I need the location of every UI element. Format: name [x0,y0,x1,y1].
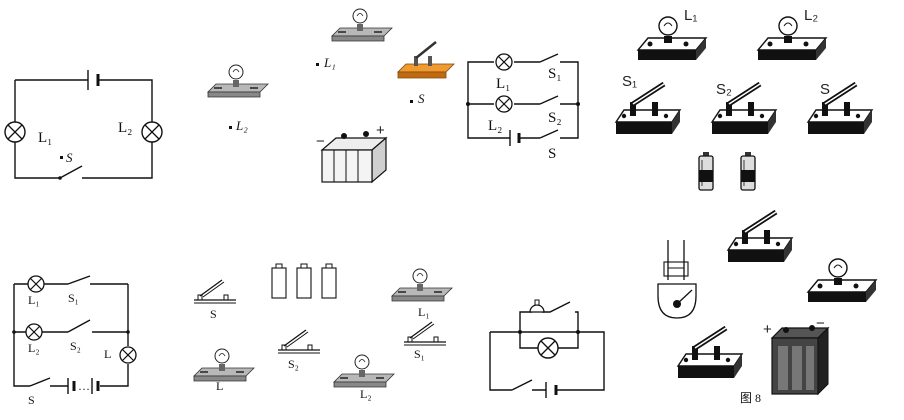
branch-top-wire [467,61,579,104]
circuit-wire [14,79,153,179]
bell-device [657,240,697,319]
main-loop-wire [489,331,605,391]
battery-minus-sign: − [816,315,825,332]
switch-s1-symbol [539,53,559,63]
label-l1: L₁ [38,130,52,146]
label-s1: S₁ [414,347,425,361]
lamp-l2-symbol [141,121,163,143]
label-s: S [28,393,35,407]
switch-block-top [728,212,792,262]
figure-caption: 图 8 [740,391,761,405]
switch-s-symbol [539,129,559,139]
main-line-wire [467,104,579,139]
switch-s-orange [397,41,455,79]
label-s2: S₂ [548,110,562,126]
panel-2-real-components: L₁ L₂ S − + [207,8,455,184]
switch-s-symbol [29,377,51,387]
panel-6-line-art-components: S L₁ S₁ S₂ L L₂ [193,263,453,401]
label-l1: L₁ [323,55,336,70]
label-l1: L₁ [684,7,697,24]
label-s: S [66,150,73,165]
label-s2: S₂ [716,81,732,98]
battery-minus-sign: − [316,133,325,150]
panel-8-figure: + − 图 8 [657,212,877,405]
label-s: S [418,91,425,106]
label-s1: S₁ [68,291,79,305]
switch-s2-symbol [539,95,559,105]
bulb-board-l1 [331,8,393,42]
label-l2: L₂ [118,120,132,136]
outer-wire [13,284,129,387]
label-s: S [210,307,217,321]
label-s1: S₁ [548,66,562,82]
lamp-l1-symbol [4,121,26,143]
label-l1: L₁ [418,305,430,319]
flat-switch-s [193,279,237,304]
label-l2: L₂ [28,341,40,355]
panel-4-dark-components: L₁ L₂ S₁ S₂ S [616,7,872,191]
battery-plus-sign: + [763,321,772,338]
panel-7-bell-circuit [489,299,605,398]
switch-block-bottom [678,328,742,378]
top-branch-wire [519,301,579,332]
switch-block-s1 [616,84,680,134]
lamp-symbol [537,337,559,359]
battery-pack [320,131,388,184]
battery-cells-three [271,263,337,299]
label-l: L [216,379,223,393]
bulb-block [807,258,877,303]
label-l1: L₁ [496,76,510,92]
flat-switch-s2 [277,329,321,354]
bulb-board-l2 [207,64,269,98]
label-l2: L₂ [804,7,818,24]
lamp-l1-symbol [495,53,513,71]
bulb-board-l1 [391,268,453,302]
label-s: S [820,81,830,98]
switch-block-s [808,84,872,134]
bulb-board-l [193,348,255,382]
label-s2: S₂ [288,357,299,371]
panel-3-parallel-circuit: L₁ L₂ S₁ S₂ S [466,53,580,162]
switch-s2-symbol [67,319,91,333]
bell-symbol [529,299,545,313]
battery-dots: … [78,379,90,393]
lamp-l2-symbol [25,323,43,341]
label-s2: S₂ [70,339,81,353]
bulb-board-l2 [333,354,395,388]
label-l2: L₂ [488,118,502,134]
battery-cell-1 [698,151,714,191]
lamp-l2-symbol [495,95,513,113]
label-l: L [104,347,111,361]
lamp-branch-wire [519,332,579,349]
lamp-l-symbol [119,346,137,364]
switch-s-symbol [59,165,83,179]
label-s: S [548,146,556,162]
label-l2: L₂ [235,118,248,133]
battery-cell-2 [740,151,756,191]
switch-symbol [511,379,533,391]
flat-switch-s1 [403,321,447,346]
label-l2: L₂ [360,387,372,401]
label-s1: S₁ [622,73,637,90]
battery-plus-sign: + [376,122,385,139]
switch-s1-symbol [67,275,91,285]
lamp-l1-symbol [27,275,45,293]
battery-block [770,325,830,396]
panel-5-three-branch-circuit: … L₁ S₁ L₂ S₂ L S [12,275,137,407]
panel-1-series-circuit: L₁ L₂ S [4,70,163,180]
label-l1: L₁ [28,293,40,307]
